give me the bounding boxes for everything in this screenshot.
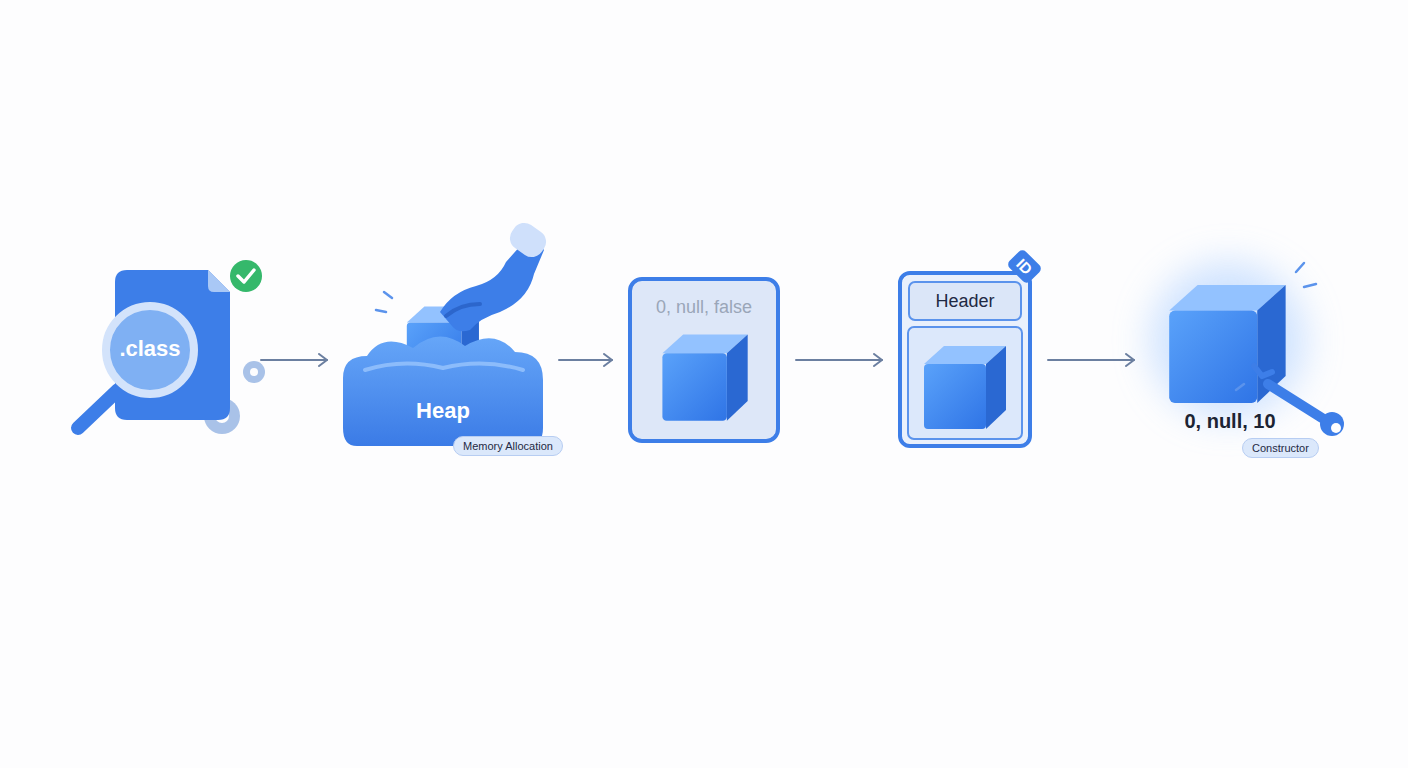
magnifier-lens [106, 306, 194, 394]
flow-arrow [1048, 359, 1134, 361]
memory-badge: Memory Allocation [453, 436, 563, 456]
header-box: Header [908, 281, 1022, 321]
cloud-shape [343, 318, 543, 450]
magnifier-handle [78, 390, 118, 428]
id-tag: ID [1006, 248, 1043, 285]
constructor-badge: Constructor [1242, 438, 1319, 458]
flow-arrow [559, 359, 612, 361]
heap-label: Heap [343, 398, 543, 424]
header-panel: IDHeader [898, 271, 1032, 448]
check-badge [230, 260, 262, 292]
frame-fill [632, 281, 776, 439]
initial-values: 0, null, 10 [1150, 410, 1310, 433]
file-label: .class [106, 336, 194, 362]
badge-label: Constructor [1252, 442, 1309, 454]
panel-fill [902, 275, 1028, 444]
document-fold [208, 270, 230, 292]
class-file: .class [100, 262, 245, 428]
zeroed-frame: 0, null, false [628, 277, 780, 443]
header-label: Header [935, 291, 994, 312]
constructed-object: 0, null, 10Constructor [1150, 268, 1310, 438]
cloud-rim [365, 363, 523, 370]
flow-arrow [796, 359, 882, 361]
badge-label: Memory Allocation [463, 440, 553, 452]
default-values: 0, null, false [632, 297, 776, 318]
heap-cloud: HeapMemory Allocation [343, 318, 543, 450]
hand-glove [376, 218, 551, 331]
cloud-body [343, 336, 543, 446]
flow-arrow [261, 359, 327, 361]
